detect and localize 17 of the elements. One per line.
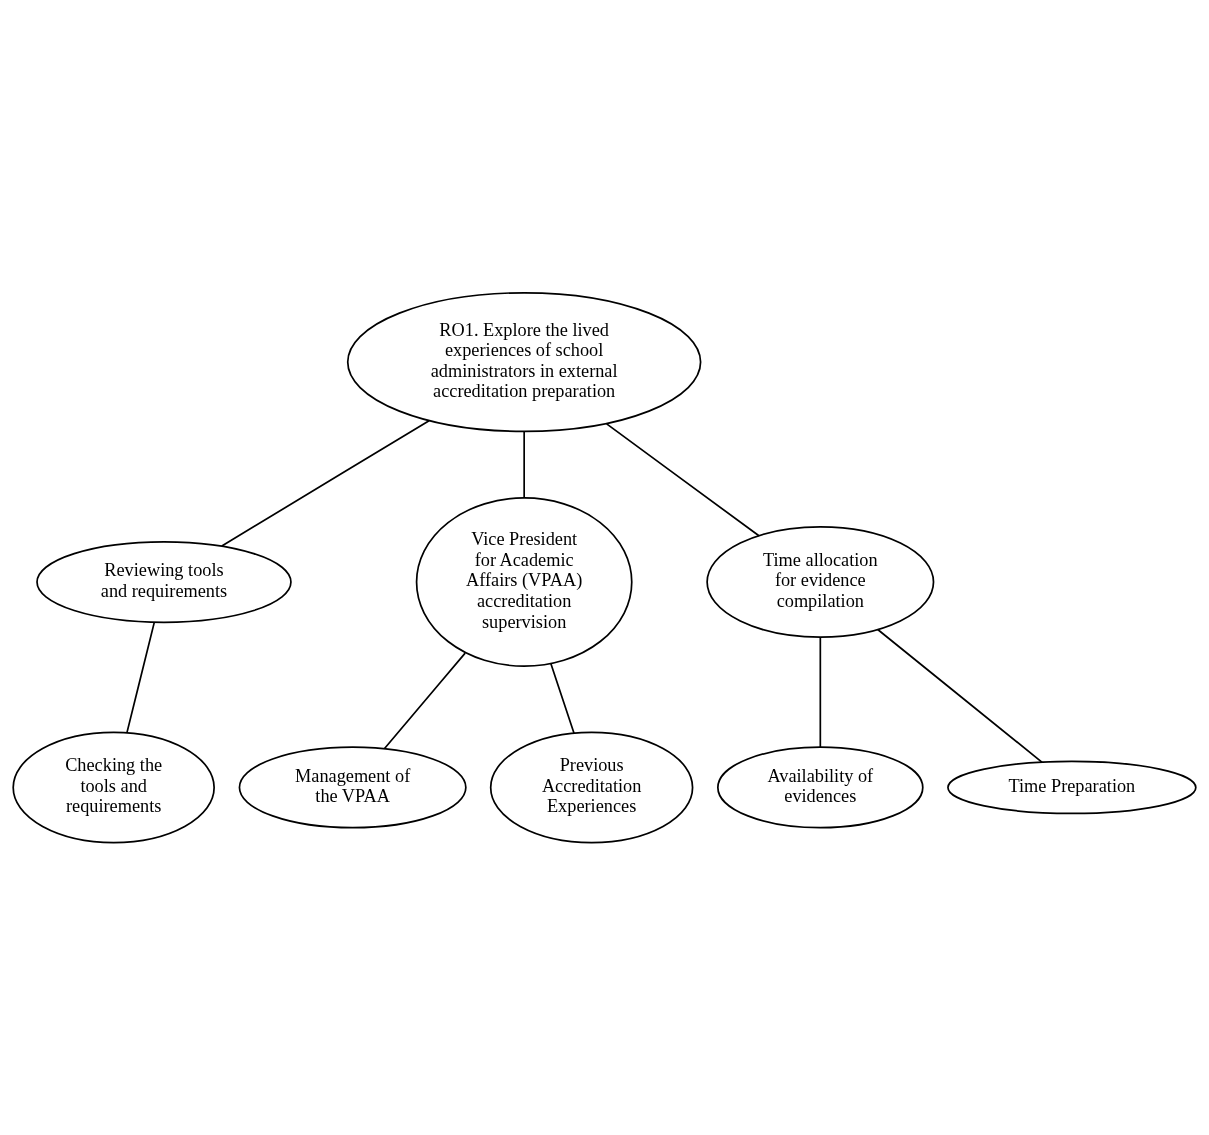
connector — [550, 662, 575, 735]
connector — [220, 419, 430, 547]
node-ellipse: RO1. Explore the lived experiences of school administrators in external accreditation preparation — [346, 291, 702, 433]
node-ellipse: Vice President for Academic Affairs (VPAA) accreditation supervision — [415, 497, 633, 668]
node-ellipse: Checking the tools and requirements — [12, 731, 215, 844]
connector — [819, 636, 822, 748]
node-ellipse: Previous Accreditation Experiences — [489, 731, 694, 844]
node-ellipse: Management of the VPAA — [238, 746, 467, 829]
node-ellipse: Time Preparation — [947, 760, 1197, 815]
connector — [876, 628, 1043, 764]
node-ellipse: Reviewing tools and requirements — [36, 540, 292, 624]
connector — [605, 423, 760, 537]
node-ellipse: Time allocation for evidence compilation — [706, 526, 935, 638]
connector — [126, 622, 155, 734]
node-ellipse: Availability of evidences — [717, 746, 924, 829]
connector — [383, 652, 466, 750]
connector — [523, 430, 526, 499]
